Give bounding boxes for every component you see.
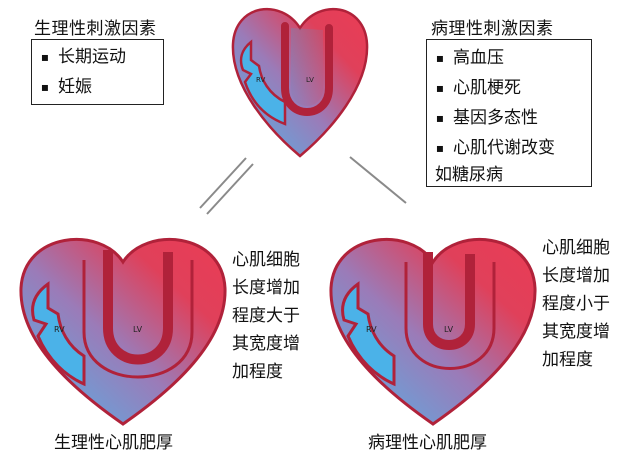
pathological-factors-box: ▪高血压 ▪心肌梗死 ▪基因多态性 ▪心肌代谢改变 如糖尿病 <box>426 39 592 187</box>
list-item: ▪心肌代谢改变 <box>427 133 591 163</box>
top-heart-rv-label: RV <box>256 76 265 84</box>
pathological-extra-note: 如糖尿病 <box>435 165 503 185</box>
bullet-icon: ▪ <box>435 111 445 125</box>
pathological-heart-rv-label: RV <box>366 325 377 334</box>
list-item: ▪高血压 <box>427 43 591 73</box>
physiological-connector-line-2 <box>206 163 254 215</box>
physiological-hypertrophy-heart: RV LV <box>19 237 227 426</box>
physiological-factors-box: ▪长期运动 ▪妊娠 <box>31 39 164 105</box>
pathological-hypertrophy-heart: RV LV <box>329 237 537 426</box>
list-item: ▪心肌梗死 <box>427 73 591 103</box>
list-item: ▪长期运动 <box>32 42 163 72</box>
pathological-hypertrophy-caption: 病理性心肌肥厚 <box>368 433 487 453</box>
bullet-icon: ▪ <box>40 50 50 64</box>
physiological-connector-line-1 <box>199 157 247 209</box>
top-heart: RV LV <box>231 7 369 158</box>
top-heart-lv-label: LV <box>306 76 314 84</box>
bullet-icon: ▪ <box>435 51 445 65</box>
pathological-description: 心肌细胞 长度增加 程度小于 其宽度增 加程度 <box>542 238 610 370</box>
pathological-factors-list: ▪高血压 ▪心肌梗死 ▪基因多态性 ▪心肌代谢改变 <box>427 40 591 163</box>
bullet-icon: ▪ <box>435 141 445 155</box>
physiological-description: 心肌细胞 长度增加 程度大于 其宽度增 加程度 <box>232 250 300 382</box>
physiological-factors-title: 生理性刺激因素 <box>34 19 157 39</box>
pathological-factors-title: 病理性刺激因素 <box>431 19 554 39</box>
bullet-icon: ▪ <box>40 80 50 94</box>
physiological-heart-lv-label: LV <box>133 325 143 334</box>
physiological-heart-rv-label: RV <box>54 325 65 334</box>
physiological-hypertrophy-caption: 生理性心肌肥厚 <box>54 433 173 453</box>
pathological-connector-line <box>349 156 407 204</box>
list-item: ▪妊娠 <box>32 72 163 102</box>
bullet-icon: ▪ <box>435 81 445 95</box>
list-item: ▪基因多态性 <box>427 103 591 133</box>
physiological-factors-list: ▪长期运动 ▪妊娠 <box>32 40 163 102</box>
pathological-heart-lv-label: LV <box>444 325 454 334</box>
